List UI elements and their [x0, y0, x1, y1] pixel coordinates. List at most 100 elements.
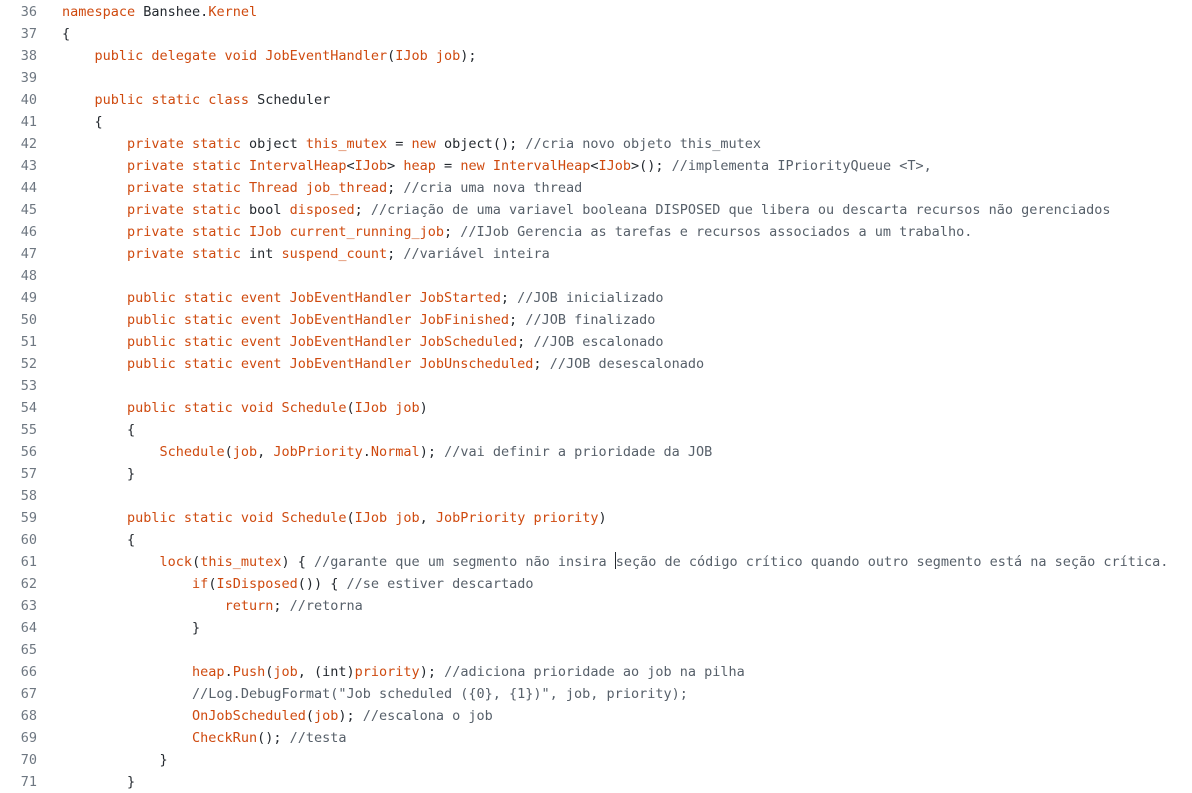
- code-line[interactable]: 48: [0, 265, 1192, 287]
- code-text[interactable]: OnJobScheduled(job); //escalona o job: [37, 705, 1192, 727]
- code-text[interactable]: private static bool disposed; //criação …: [37, 199, 1192, 221]
- code-line[interactable]: 59 public static void Schedule(IJob job,…: [0, 507, 1192, 529]
- code-text[interactable]: [37, 639, 1192, 661]
- line-number: 51: [20, 334, 37, 350]
- code-line[interactable]: 61 lock(this_mutex) { //garante que um s…: [0, 551, 1192, 573]
- code-text[interactable]: }: [37, 771, 1192, 793]
- code-line[interactable]: 57 }: [0, 463, 1192, 485]
- code-line[interactable]: 39: [0, 67, 1192, 89]
- code-text[interactable]: return; //retorna: [37, 595, 1192, 617]
- code-line[interactable]: 69 CheckRun(); //testa: [0, 727, 1192, 749]
- code-text[interactable]: {: [37, 419, 1192, 441]
- code-line[interactable]: 42 private static object this_mutex = ne…: [0, 133, 1192, 155]
- code-line[interactable]: 47 private static int suspend_count; //v…: [0, 243, 1192, 265]
- code-plain: ): [598, 510, 607, 526]
- code-plain: Scheduler: [257, 92, 331, 108]
- line-number: 69: [20, 730, 37, 746]
- code-line[interactable]: 63 return; //retorna: [0, 595, 1192, 617]
- code-text[interactable]: {: [37, 23, 1192, 45]
- code-line[interactable]: 52 public static event JobEventHandler J…: [0, 353, 1192, 375]
- code-plain: [62, 246, 127, 262]
- code-line[interactable]: 38 public delegate void JobEventHandler(…: [0, 45, 1192, 67]
- code-token: IJob job: [354, 400, 420, 416]
- code-line[interactable]: 41 {: [0, 111, 1192, 133]
- code-text[interactable]: public static void Schedule(IJob job, Jo…: [37, 507, 1192, 529]
- code-line[interactable]: 46 private static IJob current_running_j…: [0, 221, 1192, 243]
- code-text[interactable]: private static Thread job_thread; //cria…: [37, 177, 1192, 199]
- code-line[interactable]: 70 }: [0, 749, 1192, 771]
- code-plain: );: [338, 708, 363, 724]
- code-line[interactable]: 66 heap.Push(job, (int)priority); //adic…: [0, 661, 1192, 683]
- code-line[interactable]: 37{: [0, 23, 1192, 45]
- code-plain: ;: [273, 598, 290, 614]
- code-line[interactable]: 68 OnJobScheduled(job); //escalona o job: [0, 705, 1192, 727]
- line-number: 64: [20, 620, 37, 636]
- code-line[interactable]: 44 private static Thread job_thread; //c…: [0, 177, 1192, 199]
- code-line[interactable]: 50 public static event JobEventHandler J…: [0, 309, 1192, 331]
- code-text[interactable]: lock(this_mutex) { //garante que um segm…: [37, 551, 1192, 573]
- code-plain: {: [62, 26, 71, 42]
- code-line[interactable]: 60 {: [0, 529, 1192, 551]
- code-text[interactable]: Schedule(job, JobPriority.Normal); //vai…: [37, 441, 1192, 463]
- code-text[interactable]: public delegate void JobEventHandler(IJo…: [37, 45, 1192, 67]
- code-line[interactable]: 58: [0, 485, 1192, 507]
- code-text[interactable]: public static event JobEventHandler JobU…: [37, 353, 1192, 375]
- code-line[interactable]: 40 public static class Scheduler: [0, 89, 1192, 111]
- code-text[interactable]: }: [37, 749, 1192, 771]
- code-line[interactable]: 56 Schedule(job, JobPriority.Normal); //…: [0, 441, 1192, 463]
- code-line[interactable]: 67 //Log.DebugFormat("Job scheduled ({0}…: [0, 683, 1192, 705]
- code-text[interactable]: //Log.DebugFormat("Job scheduled ({0}, {…: [37, 683, 1192, 705]
- code-line[interactable]: 55 {: [0, 419, 1192, 441]
- code-text[interactable]: [37, 67, 1192, 89]
- line-number: 63: [20, 598, 37, 614]
- code-text[interactable]: {: [37, 111, 1192, 133]
- code-token: Kernel: [208, 4, 258, 20]
- code-text[interactable]: CheckRun(); //testa: [37, 727, 1192, 749]
- code-text[interactable]: heap.Push(job, (int)priority); //adicion…: [37, 661, 1192, 683]
- code-token: private static IntervalHeap: [127, 158, 347, 174]
- code-plain: {: [62, 532, 136, 548]
- code-text[interactable]: [37, 485, 1192, 507]
- code-comment: //escalona o job: [362, 708, 493, 724]
- code-text[interactable]: public static void Schedule(IJob job): [37, 397, 1192, 419]
- code-plain: =: [387, 136, 412, 152]
- code-line[interactable]: 53: [0, 375, 1192, 397]
- code-text[interactable]: [37, 265, 1192, 287]
- code-plain: , (int): [297, 664, 355, 680]
- code-text[interactable]: private static IntervalHeap<IJob> heap =…: [37, 155, 1192, 177]
- code-line[interactable]: 51 public static event JobEventHandler J…: [0, 331, 1192, 353]
- code-plain: [62, 334, 127, 350]
- code-plain: .: [362, 444, 371, 460]
- code-token: heap: [403, 158, 436, 174]
- code-text[interactable]: public static event JobEventHandler JobS…: [37, 331, 1192, 353]
- code-text[interactable]: public static class Scheduler: [37, 89, 1192, 111]
- code-line[interactable]: 62 if(IsDisposed()) { //se estiver desca…: [0, 573, 1192, 595]
- line-number: 62: [20, 576, 37, 592]
- code-line[interactable]: 43 private static IntervalHeap<IJob> hea…: [0, 155, 1192, 177]
- code-text[interactable]: private static int suspend_count; //vari…: [37, 243, 1192, 265]
- code-text[interactable]: if(IsDisposed()) { //se estiver descarta…: [37, 573, 1192, 595]
- line-number: 60: [20, 532, 37, 548]
- code-plain: object: [248, 136, 306, 152]
- line-number: 66: [20, 664, 37, 680]
- code-plain: <: [346, 158, 355, 174]
- code-line[interactable]: 71 }: [0, 771, 1192, 793]
- code-text[interactable]: public static event JobEventHandler JobS…: [37, 287, 1192, 309]
- code-text[interactable]: namespace Banshee.Kernel: [37, 1, 1192, 23]
- code-text[interactable]: private static object this_mutex = new o…: [37, 133, 1192, 155]
- code-line[interactable]: 64 }: [0, 617, 1192, 639]
- code-text[interactable]: }: [37, 463, 1192, 485]
- line-number: 47: [20, 246, 37, 262]
- code-line[interactable]: 65: [0, 639, 1192, 661]
- code-line[interactable]: 45 private static bool disposed; //criaç…: [0, 199, 1192, 221]
- line-number: 43: [20, 158, 37, 174]
- code-text[interactable]: }: [37, 617, 1192, 639]
- code-line[interactable]: 54 public static void Schedule(IJob job): [0, 397, 1192, 419]
- code-text[interactable]: public static event JobEventHandler JobF…: [37, 309, 1192, 331]
- code-text[interactable]: [37, 375, 1192, 397]
- code-text[interactable]: private static IJob current_running_job;…: [37, 221, 1192, 243]
- code-text[interactable]: {: [37, 529, 1192, 551]
- code-line[interactable]: 49 public static event JobEventHandler J…: [0, 287, 1192, 309]
